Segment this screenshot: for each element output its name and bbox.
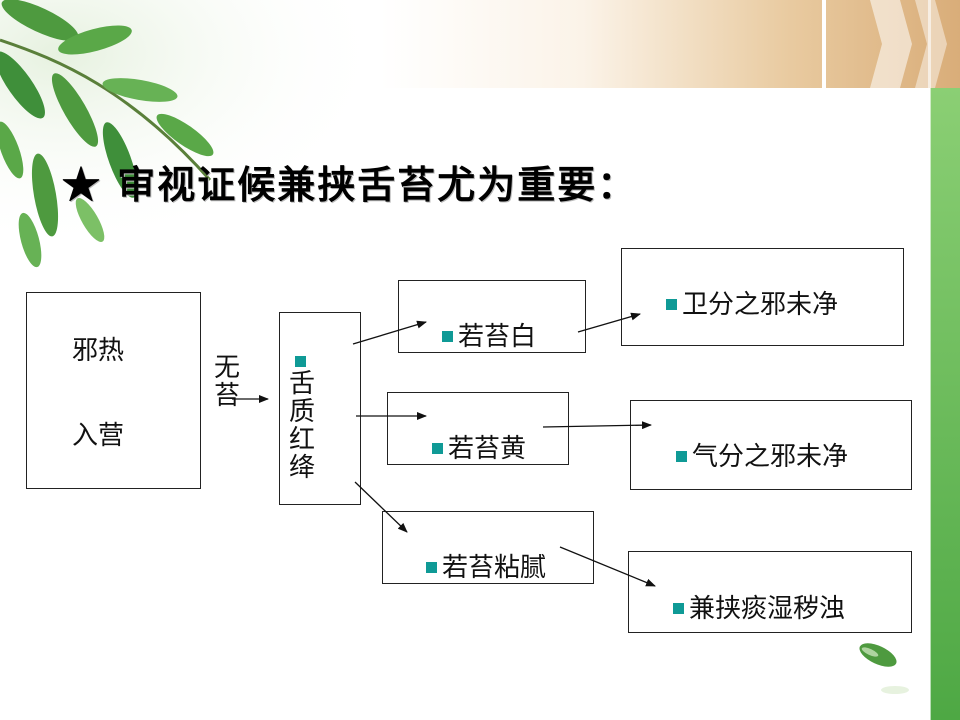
right-text-wei: 卫分之邪未净 (682, 290, 839, 320)
source-line-2: 入营 (72, 421, 125, 451)
tongue-char-4: 绛 (288, 453, 315, 483)
right-text-damp: 兼挟痰湿秽浊 (689, 594, 846, 624)
leaf-decoration-top-left (0, 0, 214, 268)
mid-box-white (398, 280, 586, 353)
right-box-damp (628, 551, 912, 633)
source-box (26, 292, 201, 489)
bullet-icon (666, 299, 677, 310)
mid-box-greasy (382, 511, 594, 584)
tongue-char-3: 红 (288, 425, 315, 455)
mid-label-greasy: 若苔粘腻 (426, 547, 546, 584)
right-label-wei: 卫分之邪未净 (666, 284, 838, 321)
bullet-icon (442, 331, 453, 342)
arrow-to-greasy (354, 481, 408, 533)
arrow-to-qi (542, 421, 652, 430)
bullet-icon (426, 562, 437, 573)
arrow-to-white (352, 320, 427, 345)
bullet-icon (676, 451, 687, 462)
mid-text-greasy: 若苔粘腻 (442, 553, 547, 583)
top-decorative-band (380, 0, 960, 88)
tongue-box (279, 312, 361, 505)
right-box-qi (630, 400, 912, 490)
mid-text-yellow: 若苔黄 (448, 434, 527, 464)
mid-label-white: 若苔白 (442, 316, 536, 353)
right-label-qi: 气分之邪未净 (676, 436, 848, 473)
mid-label-yellow: 若苔黄 (432, 428, 526, 465)
right-box-wei (621, 248, 904, 346)
tongue-bullet-icon (295, 356, 306, 367)
connector-label: 无苔 (213, 353, 240, 411)
slide-title: ★ 审视证候兼挟舌苔尤为重要： (62, 162, 638, 207)
source-line-1: 邪热 (72, 336, 125, 366)
right-label-damp: 兼挟痰湿秽浊 (673, 588, 845, 625)
tongue-char-1: 舌 (288, 369, 315, 399)
right-green-band (930, 88, 960, 720)
bullet-icon (673, 603, 684, 614)
mid-text-white: 若苔白 (458, 322, 537, 352)
arrow-to-damp (559, 546, 656, 587)
tongue-char-2: 质 (288, 397, 315, 427)
right-text-qi: 气分之邪未净 (692, 442, 849, 472)
arrow-to-wei (577, 312, 641, 333)
bullet-icon (432, 443, 443, 454)
mid-box-yellow (387, 392, 569, 465)
chevron-decoration (870, 0, 912, 88)
